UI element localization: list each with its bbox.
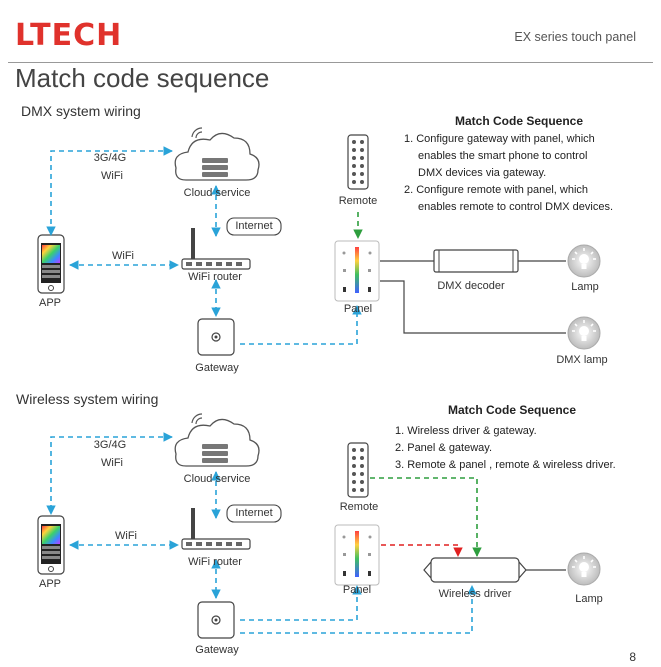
phone-icon [37, 515, 65, 575]
lamp-icon [567, 552, 601, 586]
app-label: APP [38, 297, 62, 309]
phone-icon [37, 234, 65, 294]
panel-label: Panel [343, 303, 373, 315]
cloud-label: Cloud service [183, 187, 251, 199]
wifi-label: WiFi [115, 530, 137, 542]
wifi-label: WiFi [101, 170, 123, 182]
panel-label: Panel [342, 584, 372, 596]
match-step: enables remote to control DMX devices. [418, 201, 614, 213]
internet-label: Internet [235, 507, 273, 519]
remote-icon [347, 134, 369, 190]
gateway-label: Gateway [195, 362, 239, 374]
internet-badge [226, 504, 282, 523]
wifi-label: WiFi [101, 457, 123, 469]
wifi-label: WiFi [112, 250, 134, 262]
dmx-decoder-icon [433, 249, 519, 273]
match-step: 2. Configure remote with panel, which [404, 184, 589, 196]
match-sequence-title: Match Code Sequence [448, 403, 577, 417]
match-step: DMX devices via gateway. [418, 167, 547, 179]
dmx-lamp-icon [567, 316, 601, 350]
lamp-icon [567, 244, 601, 278]
match-step: 3. Remote & panel , remote & wireless dr… [395, 459, 616, 471]
remote-label: Remote [338, 195, 378, 207]
cloud-icon [174, 413, 260, 467]
remote-icon [347, 442, 369, 498]
router-label: WiFi router [188, 556, 242, 568]
series-name: EX series touch panel [514, 30, 636, 44]
lamp-label: Lamp [575, 593, 603, 605]
brand-logo: LTECH [15, 18, 123, 53]
match-step: 2. Panel & gateway. [395, 442, 493, 454]
page-number: 8 [629, 650, 636, 664]
match-step: 1. Configure gateway with panel, which [404, 133, 595, 145]
gateway-icon [197, 318, 235, 356]
remote-label: Remote [339, 501, 379, 513]
panel-icon [334, 524, 380, 586]
cloud-icon [174, 127, 260, 181]
wireless-section-title: Wireless system wiring [16, 391, 159, 407]
cloud-label: Cloud service [183, 473, 251, 485]
dmx-lamp-label: DMX lamp [556, 354, 608, 366]
lamp-label: Lamp [571, 281, 599, 293]
driver-label: Wireless driver [438, 588, 512, 600]
match-sequence-title: Match Code Sequence [455, 114, 584, 128]
internet-label: Internet [235, 220, 273, 232]
internet-badge [226, 217, 282, 236]
decoder-label: DMX decoder [437, 280, 505, 292]
wireless-driver-icon [423, 557, 527, 583]
net-label: 3G/4G [93, 152, 127, 164]
match-step: 1. Wireless driver & gateway. [395, 425, 537, 437]
dmx-section-title: DMX system wiring [21, 103, 141, 119]
router-label: WiFi router [188, 271, 242, 283]
page-title: Match code sequence [15, 63, 270, 93]
gateway-label: Gateway [195, 644, 239, 656]
match-step: enables the smart phone to control [418, 150, 588, 162]
net-label: 3G/4G [93, 439, 127, 451]
app-label: APP [38, 578, 62, 590]
gateway-icon [197, 601, 235, 639]
panel-icon [334, 240, 380, 302]
header-divider [8, 62, 653, 63]
